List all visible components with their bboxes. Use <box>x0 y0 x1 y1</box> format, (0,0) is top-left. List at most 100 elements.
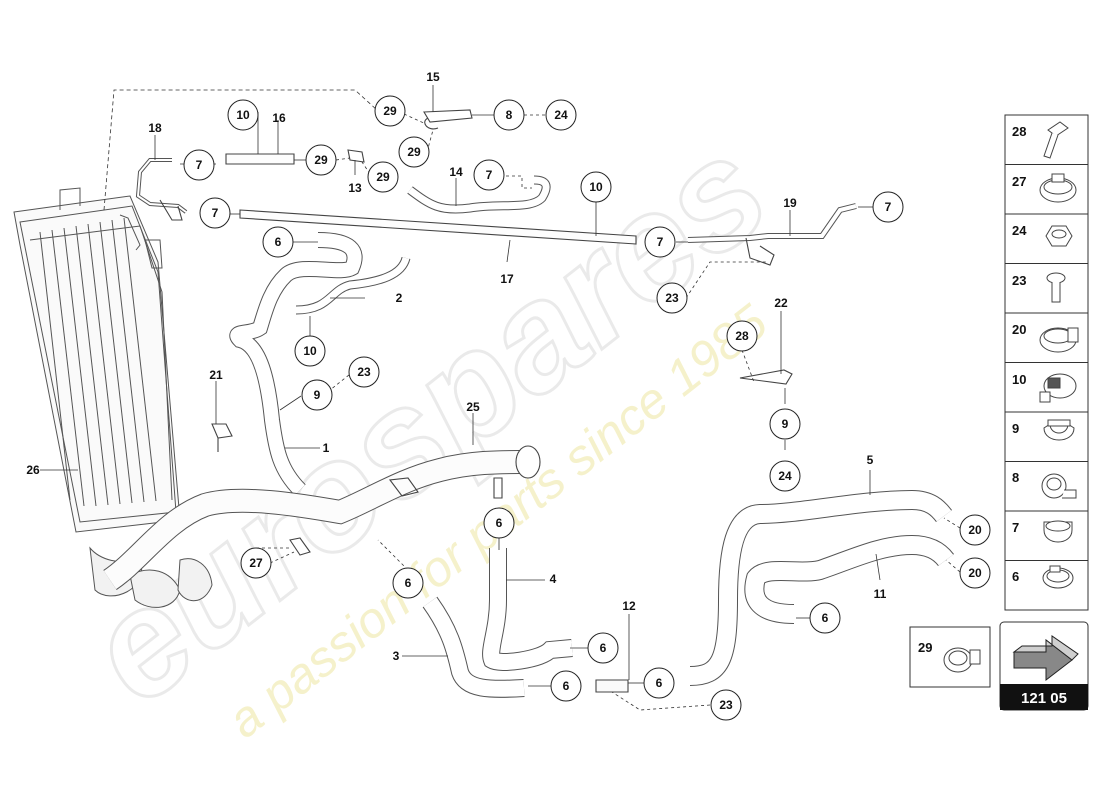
callout-7a[interactable]: 7 <box>183 149 215 181</box>
callout-7b[interactable]: 7 <box>473 159 505 191</box>
hose-clamp-icon <box>943 647 981 673</box>
callout-23c[interactable]: 23 <box>710 689 742 721</box>
callout-20a[interactable]: 20 <box>959 514 991 546</box>
next-page-arrow-icon <box>1012 635 1079 682</box>
svg-text:29: 29 <box>383 104 397 118</box>
svg-text:9: 9 <box>1012 421 1019 436</box>
svg-text:23: 23 <box>665 291 679 305</box>
callout-23b[interactable]: 23 <box>348 356 380 388</box>
page-reference[interactable]: 121 05 <box>999 621 1089 711</box>
part-label-4: 4 <box>550 572 557 586</box>
callout-29d[interactable]: 29 <box>367 161 399 193</box>
legend-item-10[interactable]: 10 <box>1012 372 1077 403</box>
part-label-19: 19 <box>783 196 797 210</box>
svg-text:7: 7 <box>486 168 493 182</box>
legend-item-27[interactable]: 27 <box>1012 173 1077 203</box>
callouts: 29 8 24 10 29 29 29 7 7 7 10 7 7 6 23 10… <box>183 95 991 721</box>
callout-9b[interactable]: 9 <box>769 408 801 440</box>
callout-6e[interactable]: 6 <box>550 670 582 702</box>
part-label-11: 11 <box>874 587 887 601</box>
svg-text:7: 7 <box>212 206 219 220</box>
callout-29c[interactable]: 29 <box>305 144 337 176</box>
hose-drawings <box>103 109 954 698</box>
worm-clamp-icon <box>1042 565 1074 589</box>
svg-text:9: 9 <box>782 417 789 431</box>
part-label-13: 13 <box>348 181 362 195</box>
svg-text:20: 20 <box>1012 322 1026 337</box>
callout-28[interactable]: 28 <box>726 320 758 352</box>
part-label-1: 1 <box>323 441 330 455</box>
legend-item-7[interactable]: 7 <box>1012 520 1073 543</box>
callout-20b[interactable]: 20 <box>959 557 991 589</box>
svg-text:6: 6 <box>600 641 607 655</box>
part-label-15: 15 <box>426 70 440 84</box>
part-label-26: 26 <box>26 463 40 477</box>
svg-text:10: 10 <box>1012 372 1026 387</box>
callout-24b[interactable]: 24 <box>769 460 801 492</box>
svg-text:27: 27 <box>1012 174 1026 189</box>
callout-6a[interactable]: 6 <box>262 226 294 258</box>
callout-10b[interactable]: 10 <box>580 171 612 203</box>
svg-text:7: 7 <box>657 235 664 249</box>
leader-lines <box>40 85 961 711</box>
part-label-5: 5 <box>867 453 874 467</box>
svg-text:24: 24 <box>1012 223 1027 238</box>
svg-text:8: 8 <box>506 108 513 122</box>
svg-text:28: 28 <box>735 329 749 343</box>
callout-8[interactable]: 8 <box>493 99 525 131</box>
callout-9a[interactable]: 9 <box>301 379 333 411</box>
callout-29b[interactable]: 29 <box>398 136 430 168</box>
callout-6b[interactable]: 6 <box>483 507 515 539</box>
legend-item-6[interactable]: 6 <box>1012 565 1074 589</box>
part-labels: 15 16 18 13 14 19 17 2 22 21 25 1 26 5 4… <box>26 70 886 663</box>
svg-text:6: 6 <box>405 576 412 590</box>
band-clamp-icon <box>1039 327 1079 353</box>
part-label-12: 12 <box>622 599 636 613</box>
spring-clip-icon <box>1043 520 1073 543</box>
svg-text:10: 10 <box>589 180 603 194</box>
screw-icon <box>1046 272 1066 303</box>
svg-text:9: 9 <box>314 388 321 402</box>
callout-24a[interactable]: 24 <box>545 99 577 131</box>
svg-text:27: 27 <box>249 556 263 570</box>
svg-text:6: 6 <box>656 676 663 690</box>
svg-text:6: 6 <box>496 516 503 530</box>
callout-29a[interactable]: 29 <box>374 95 406 127</box>
part-label-16: 16 <box>272 111 286 125</box>
svg-text:6: 6 <box>275 235 282 249</box>
svg-text:24: 24 <box>778 469 792 483</box>
callout-10c[interactable]: 10 <box>294 335 326 367</box>
part-label-3: 3 <box>393 649 400 663</box>
svg-text:20: 20 <box>968 566 982 580</box>
legend-29-label: 29 <box>918 640 932 655</box>
svg-text:23: 23 <box>357 365 371 379</box>
legend-item-20[interactable]: 20 <box>1012 322 1079 353</box>
callout-6d[interactable]: 6 <box>587 632 619 664</box>
callout-7d[interactable]: 7 <box>644 226 676 258</box>
legend-item-9[interactable]: 9 <box>1012 419 1075 441</box>
callout-10a[interactable]: 10 <box>227 99 259 131</box>
page-number: 121 05 <box>1021 690 1067 707</box>
callout-6c[interactable]: 6 <box>392 567 424 599</box>
bolt-icon <box>1043 121 1069 159</box>
legend-item-28[interactable]: 28 <box>1012 121 1069 159</box>
callout-6g[interactable]: 6 <box>809 602 841 634</box>
clamp-icon <box>1039 173 1077 203</box>
callout-6f[interactable]: 6 <box>643 667 675 699</box>
callout-7e[interactable]: 7 <box>872 191 904 223</box>
callout-23a[interactable]: 23 <box>656 282 688 314</box>
legend-item-23[interactable]: 23 <box>1012 272 1066 303</box>
p-clip-icon <box>1041 473 1077 499</box>
svg-text:28: 28 <box>1012 124 1026 139</box>
clip-icon <box>1043 419 1075 441</box>
svg-text:20: 20 <box>968 523 982 537</box>
callout-7c[interactable]: 7 <box>199 197 231 229</box>
legend-item-29[interactable]: 29 <box>909 626 991 688</box>
svg-text:7: 7 <box>196 158 203 172</box>
callout-27[interactable]: 27 <box>240 547 272 579</box>
legend-item-24[interactable]: 24 <box>1012 223 1073 247</box>
svg-text:10: 10 <box>236 108 250 122</box>
legend-item-8[interactable]: 8 <box>1012 470 1077 499</box>
part-label-14: 14 <box>449 165 463 179</box>
